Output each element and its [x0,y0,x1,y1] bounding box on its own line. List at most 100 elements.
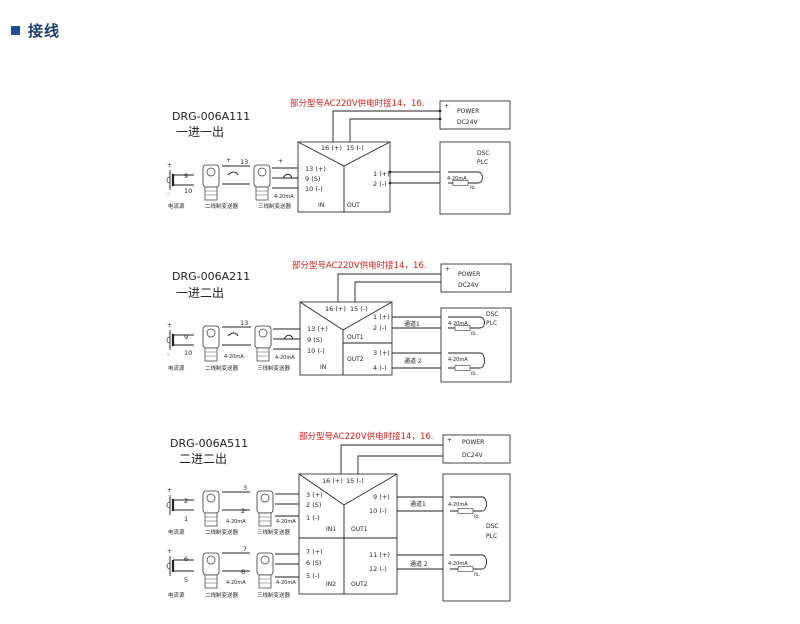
terminal-in-s: 9 (S) [305,175,320,183]
terminal-in-plus: 13 (+) [305,165,326,173]
three-wire-transmitter-icon [253,164,271,201]
svg-text:4-20mA: 4-20mA [448,321,468,327]
header-square-icon [11,25,20,35]
power-note: 部分型号AC220V供电时接14，16. [290,98,424,109]
svg-text:11 (+): 11 (+) [369,551,390,559]
svg-text:3: 3 [243,484,247,492]
svg-text:9: 9 [184,333,188,341]
three-wire-transmitter-icon [256,552,274,589]
two-wire-label: 二线制变送器 [205,202,239,210]
svg-text:10: 10 [184,349,192,357]
svg-text:RL: RL [474,572,480,578]
svg-text:DC24V: DC24V [462,452,483,459]
svg-text:2: 2 [241,507,245,515]
page-title: 接线 [28,21,61,40]
svg-text:OUT2: OUT2 [347,356,364,363]
svg-text:POWER: POWER [458,271,480,278]
svg-text:9 (S): 9 (S) [307,336,322,344]
svg-text:4-20mA: 4-20mA [275,355,295,361]
power-wire-plus [337,273,441,302]
plc-ma: 4-20mA [447,176,467,182]
svg-text:+: + [167,548,172,555]
svg-text:IN1: IN1 [326,526,336,533]
svg-text:2 (-): 2 (-) [373,324,387,332]
power-supply-box [442,434,511,464]
svg-text:二线制变送器: 二线制变送器 [205,364,239,372]
isolator-module [299,301,393,376]
plc-label-2: PLC [477,159,488,166]
power-wire-minus [357,455,443,474]
svg-text:+: + [278,158,283,165]
svg-text:通道1: 通道1 [410,500,426,508]
src-pin-9: 9 [184,172,188,180]
svg-text:6 (S): 6 (S) [306,559,321,567]
power-voltage: DC24V [457,119,478,126]
plc-box [442,473,511,602]
svg-text:5: 5 [184,576,188,584]
current-source-icon [165,493,175,517]
power-note: 部分型号AC220V供电时接14，16. [299,431,433,442]
terminal-in-minus: 10 (-) [305,185,323,193]
svg-text:电流源: 电流源 [168,591,185,599]
terminal-out-plus: 1 (+) [373,170,390,178]
plc-rl: RL [470,185,476,191]
power-wire-minus [354,281,441,302]
two-wire-transmitter-icon [202,325,220,362]
svg-text:1 (-): 1 (-) [306,514,320,522]
current-source-icon [165,554,175,578]
svg-text:4-20mA: 4-20mA [226,519,246,525]
svg-text:4-20mA: 4-20mA [448,561,468,567]
terminal-16: 16 (+) [321,144,342,152]
power-supply-box [439,100,511,130]
three-wire-transmitter-icon [256,490,274,527]
power-wire-plus [332,110,440,142]
svg-text:5 (-): 5 (-) [306,572,320,580]
svg-text:RL: RL [471,331,477,337]
svg-text:16 (+): 16 (+) [322,477,343,485]
svg-text:7 (+): 7 (+) [306,548,323,556]
channel-2-label: 通道 2 [404,357,422,365]
current-source-icon [165,328,175,352]
svg-text:4-20mA: 4-20mA [276,519,296,525]
svg-text:+: + [447,437,452,444]
svg-text:二线制变送器: 二线制变送器 [205,591,239,599]
power-wire-minus [349,118,440,142]
plc-label: DSC [477,150,490,157]
svg-text:OUT1: OUT1 [347,334,364,341]
svg-text:15 (-): 15 (-) [350,305,368,313]
svg-text:电流源: 电流源 [168,528,185,536]
svg-text:OUT1: OUT1 [351,526,368,533]
power-supply-box [440,263,512,293]
model-label: DRG-006A211 [172,270,250,283]
terminal-out-minus: 2 (-) [373,180,387,188]
svg-text:3 (+): 3 (+) [373,349,390,357]
svg-text:二线制变送器: 二线制变送器 [205,528,239,536]
two-wire-transmitter-icon [202,164,220,201]
section-header: 接线 [11,20,60,40]
svg-text:DSC: DSC [486,523,499,530]
svg-text:2: 2 [184,497,188,505]
svg-text:-: - [167,351,169,358]
current-source-label: 电流源 [168,202,185,210]
svg-text:4-20mA: 4-20mA [448,357,468,363]
svg-text:_: _ [444,286,449,293]
svg-text:DSC: DSC [486,311,499,318]
diagram-a511: DRG-006A511 二进二出 部分型号AC220V供电时接14，16. + … [165,431,511,602]
model-subtitle: 二进二出 [179,452,227,466]
svg-text:3 (+): 3 (+) [306,491,323,499]
svg-text:RL: RL [474,514,480,520]
two-wire-transmitter-icon [202,552,220,589]
src-pin-10: 10 [184,187,192,195]
three-wire-label: 三线制变送器 [258,202,292,210]
svg-text:13: 13 [240,319,248,327]
svg-text:13 (+): 13 (+) [307,325,328,333]
svg-text:16 (+): 16 (+) [325,305,346,313]
svg-text:4-20mA: 4-20mA [276,580,296,586]
model-label: DRG-006A511 [170,437,248,450]
terminal-15: 15 (-) [346,144,364,152]
model-subtitle: 一进二出 [176,286,224,300]
svg-text:7: 7 [243,545,247,553]
power-plus: + [444,103,449,110]
svg-text:6: 6 [184,555,188,563]
